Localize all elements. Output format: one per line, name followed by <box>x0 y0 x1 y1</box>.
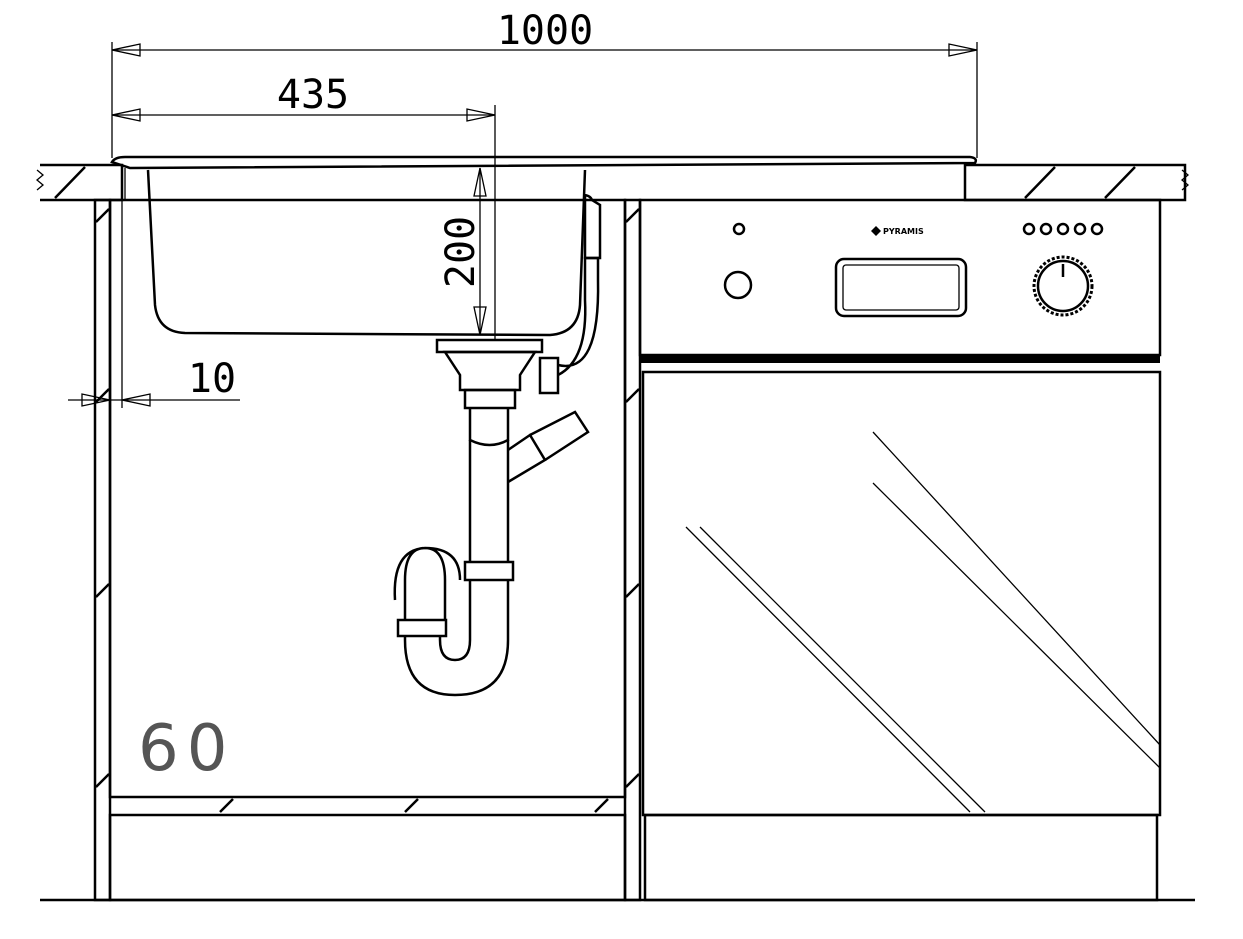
cabinet-size-label: 60 <box>138 712 235 786</box>
countertop-right <box>963 163 1190 202</box>
countertop-left <box>35 163 124 202</box>
sink-cabinet: 60 <box>93 198 642 902</box>
program-knob[interactable] <box>1032 255 1094 317</box>
dimension-bowl-offset: 435 <box>111 72 496 340</box>
indicator-lights <box>1022 222 1104 236</box>
drain-siphon <box>393 256 600 697</box>
dimension-overall-label: 1000 <box>497 8 593 54</box>
display-panel <box>834 257 968 318</box>
svg-text:PYRAMIS: PYRAMIS <box>883 227 924 236</box>
brand-logo: PYRAMIS <box>871 226 924 236</box>
dimension-bowl-offset-label: 435 <box>277 72 349 118</box>
power-button[interactable] <box>723 270 753 300</box>
indicator-light-icon <box>732 222 746 236</box>
dimension-side-gap: 10 <box>68 170 240 408</box>
dimension-overall: 1000 <box>111 8 978 158</box>
dimension-side-gap-label: 10 <box>188 356 236 402</box>
sink-bowl <box>110 155 978 337</box>
dimension-bowl-depth-label: 200 <box>438 216 484 288</box>
dimension-bowl-depth: 200 <box>438 167 487 336</box>
dishwasher: PYRAMIS <box>638 198 1162 902</box>
